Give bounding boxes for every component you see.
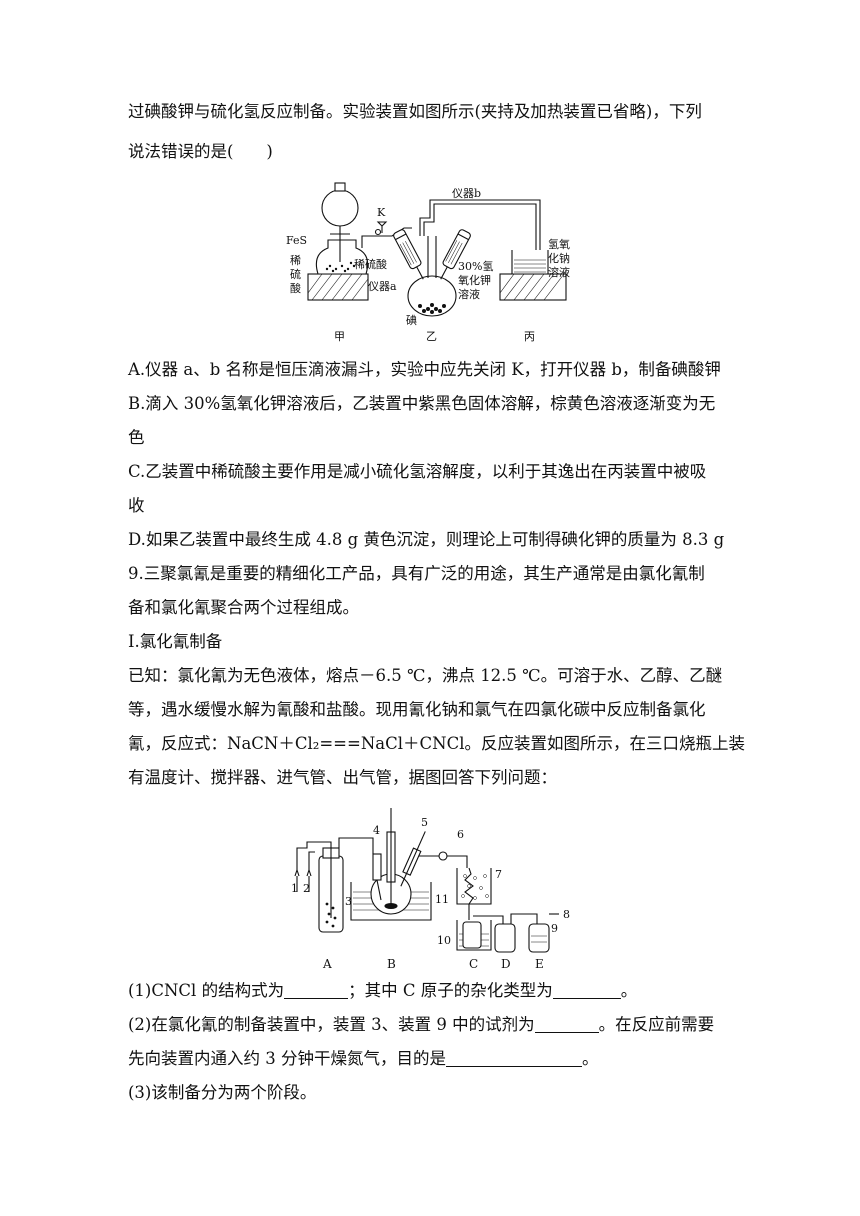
label-number-8: 8 xyxy=(563,908,570,921)
device-d-bottle xyxy=(494,923,516,953)
q9-section-heading: Ⅰ.氯化氰制备 xyxy=(128,632,223,651)
label-device-b: B xyxy=(387,957,396,971)
label-device-e: E xyxy=(535,957,544,971)
label-number-11: 11 xyxy=(435,893,449,906)
apparatus-figure-jia-yi-bing: FeS 稀 硫 酸 K 仪器b 稀硫酸 仪器a 30%氢 氧化钾 溶液 碘 氢氧… xyxy=(286,182,570,343)
sub2-text-c: 先向装置内通入约 3 分钟干燥氮气，目的是 xyxy=(128,1049,446,1068)
apparatus-figure-a-to-e: 1 2 3 4 5 6 7 8 9 10 11 A B C D E xyxy=(291,808,570,971)
sub1-text-c: 。 xyxy=(620,981,638,1000)
q9-known-line-3: 氰，反应式：NaCN＋Cl₂===NaCl＋CNCl。反应装置如图所示，在三口烧… xyxy=(128,734,745,753)
label-number-2: 2 xyxy=(303,882,310,895)
label-dilute-acid-left-1: 稀 xyxy=(290,254,301,267)
sub-question-1: (1)CNCl 的结构式为 ；其中 C 原子的杂化类型为 。 xyxy=(128,980,637,1002)
label-number-1: 1 xyxy=(291,882,298,895)
label-device-c: C xyxy=(469,957,478,971)
sub2-text-d: 。 xyxy=(582,1049,599,1068)
label-device-d: D xyxy=(501,957,511,971)
answer-blank-reagent[interactable] xyxy=(534,1016,599,1033)
label-number-9: 9 xyxy=(551,922,558,935)
label-fes: FeS xyxy=(286,234,307,247)
answer-blank-hybridization[interactable] xyxy=(552,982,621,999)
option-b-line-1: B.滴入 30%氢氧化钾溶液后，乙装置中紫黑色固体溶解，棕黄色溶液逐渐变为无 xyxy=(128,394,716,413)
label-jia: 甲 xyxy=(334,330,345,343)
answer-blank-purpose[interactable] xyxy=(446,1050,582,1067)
q9-known-line-4: 有温度计、搅拌器、进气管、出气管，据图回答下列问题： xyxy=(128,768,557,787)
sub1-text-b: ；其中 C 原子的杂化类型为 xyxy=(348,981,553,1000)
sub-question-2-line-2: 先向装置内通入约 3 分钟干燥氮气，目的是 。 xyxy=(128,1048,599,1070)
label-number-5: 5 xyxy=(421,816,428,829)
label-number-3: 3 xyxy=(345,895,352,908)
label-instrument-b: 仪器b xyxy=(452,187,481,200)
q9-known-line-2: 等，遇水缓慢水解为氰酸和盐酸。现用氰化钠和氯气在四氯化碳中反应制备氯化 xyxy=(128,700,706,719)
option-c-line-2: 收 xyxy=(128,496,145,515)
label-bing: 丙 xyxy=(524,330,535,343)
device-c-condenser xyxy=(456,868,492,905)
label-number-7: 7 xyxy=(495,868,502,881)
label-instrument-a: 仪器a xyxy=(368,280,397,293)
label-yi: 乙 xyxy=(426,330,437,343)
option-c-line-1: C.乙装置中稀硫酸主要作用是减小硫化氢溶解度，以利于其逸出在丙装置中被吸 xyxy=(128,462,707,481)
label-number-10: 10 xyxy=(437,934,451,947)
sub-question-3: (3)该制备分为两个阶段。 xyxy=(128,1083,317,1102)
option-d: D.如果乙装置中最终生成 4.8 g 黄色沉淀，则理论上可制得碘化钾的质量为 8… xyxy=(128,530,725,549)
device-e-bottle xyxy=(528,923,550,953)
label-number-6: 6 xyxy=(457,828,464,841)
q9-known-line-1: 已知：氯化氰为无色液体，熔点－6.5 ℃，沸点 12.5 ℃。可溶于水、乙醇、乙… xyxy=(128,666,723,685)
label-koh-3: 溶液 xyxy=(458,287,480,301)
label-koh-2: 氧化钾 xyxy=(458,273,491,287)
sub1-text-a: (1)CNCl 的结构式为 xyxy=(128,981,285,1000)
option-a: A.仪器 a、b 名称是恒压滴液漏斗，实验中应先关闭 K，打开仪器 b，制备碘酸… xyxy=(128,360,721,379)
label-dilute-acid-left-2: 硫 xyxy=(290,267,301,281)
sub-question-2-line-1: (2)在氯化氰的制备装置中，装置 3、装置 9 中的试剂为 。在反应前需要 xyxy=(128,1014,714,1036)
label-k: K xyxy=(377,206,386,219)
option-b-line-2: 色 xyxy=(128,428,145,447)
intro-line-1: 过碘酸钾与硫化氢反应制备。实验装置如图所示(夹持及加热装置已省略)，下列 xyxy=(128,102,702,121)
label-dilute-acid-mid: 稀硫酸 xyxy=(354,257,387,271)
label-naoh-2: 化钠 xyxy=(548,251,570,265)
separatory-funnel xyxy=(321,189,359,227)
jia-base xyxy=(307,273,369,301)
label-iodine: 碘 xyxy=(406,314,417,327)
sub2-text-b: 。在反应前需要 xyxy=(598,1015,715,1034)
answer-blank-structure[interactable] xyxy=(284,982,349,999)
label-naoh-3: 溶液 xyxy=(548,265,570,279)
sub2-text-a: (2)在氯化氰的制备装置中，装置 3、装置 9 中的试剂为 xyxy=(128,1015,535,1034)
q9-line-2: 备和氯化氰聚合两个过程组成。 xyxy=(128,598,359,617)
label-naoh-1: 氢氧 xyxy=(548,237,570,251)
label-device-a: A xyxy=(322,957,332,971)
intro-line-2: 说法错误的是( ) xyxy=(128,142,273,161)
label-koh-1: 30%氢 xyxy=(458,259,493,273)
label-dilute-acid-left-3: 酸 xyxy=(290,281,301,295)
q9-line-1: 9.三聚氯氰是重要的精细化工产品，具有广泛的用途，其生产通常是由氯化氰制 xyxy=(128,564,705,583)
label-number-4: 4 xyxy=(373,824,380,837)
bing-beaker xyxy=(511,250,549,275)
